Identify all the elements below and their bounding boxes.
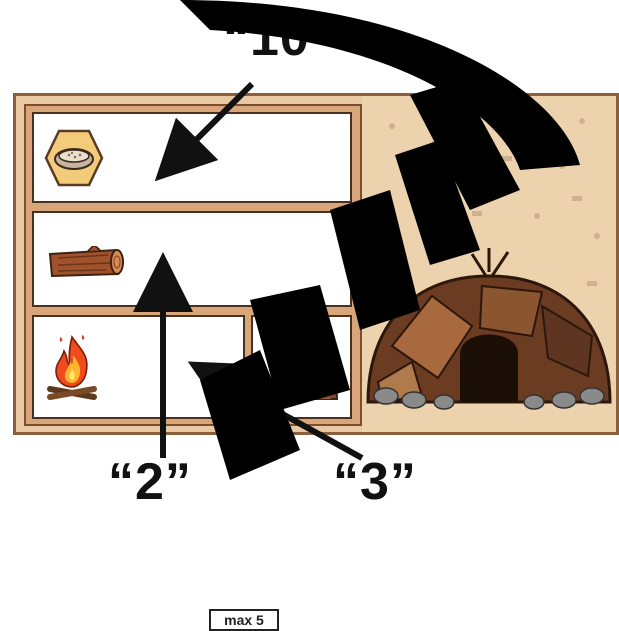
annotation-overlay <box>133 0 580 480</box>
arrow-to-food-slot <box>154 81 255 182</box>
porridge-bowl-icon <box>44 129 104 187</box>
log-icon <box>48 246 124 278</box>
watermark-swoosh <box>180 0 580 480</box>
wood-count-label: “2” <box>108 453 192 511</box>
campfire-icon <box>47 335 97 400</box>
hide-hut-icon <box>366 248 612 410</box>
hut-capacity-label: max 5 <box>209 609 279 631</box>
hut-count-label: “3” <box>333 453 417 511</box>
cave-painting-background <box>366 115 612 410</box>
